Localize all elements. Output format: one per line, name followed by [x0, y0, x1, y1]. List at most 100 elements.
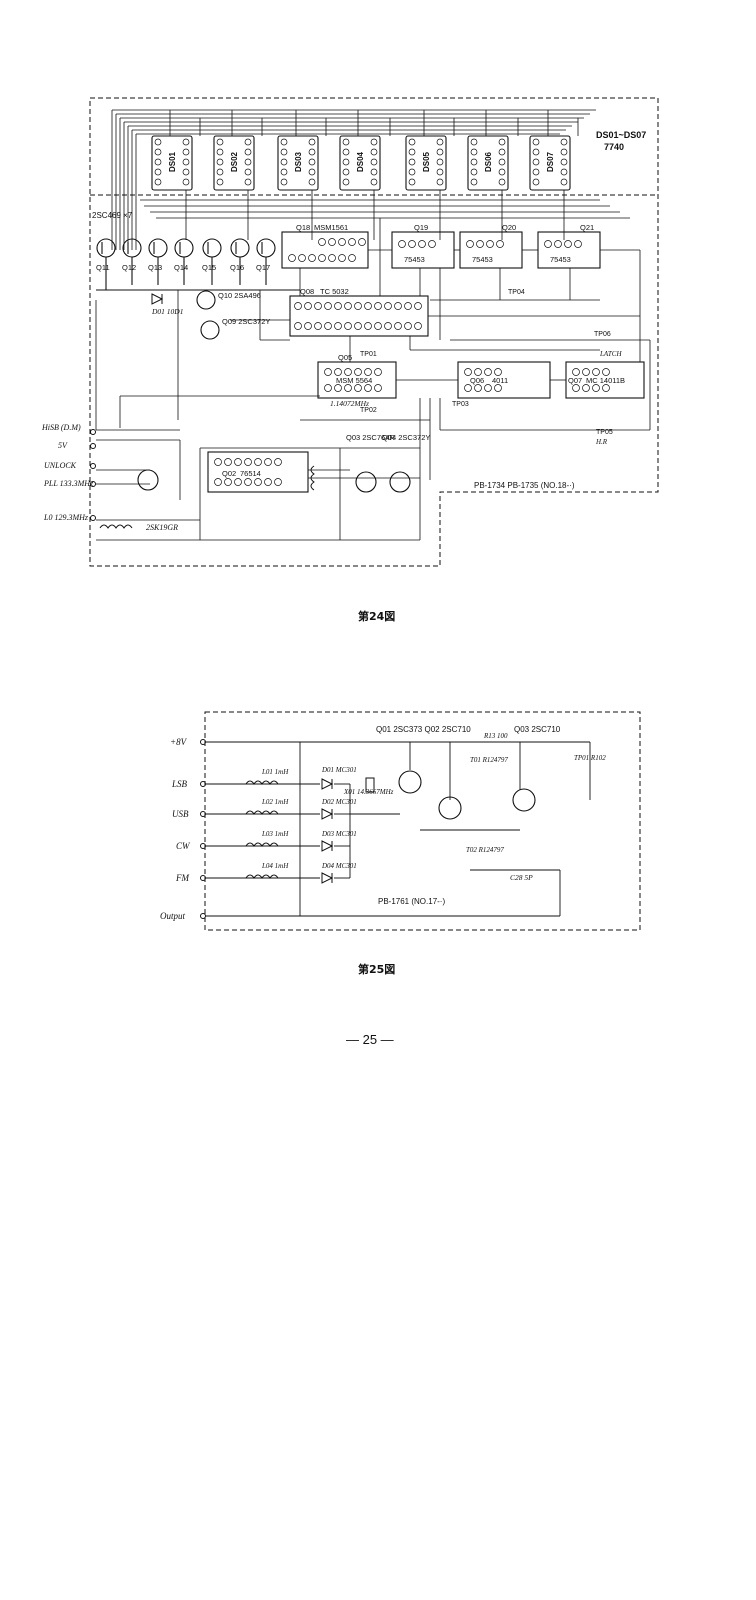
display-ds07: DS07	[546, 151, 555, 172]
fig25-diodes	[321, 778, 334, 884]
ic-q02-part: 76514	[240, 469, 261, 478]
ic-q20-part: 75453	[472, 255, 493, 264]
fig24-transistor-part: 2SC469 ×7	[92, 211, 133, 220]
fig25-r13: R13 100	[483, 732, 508, 740]
fig24-boundary	[89, 97, 659, 567]
tp05: TP05	[596, 429, 613, 436]
fig25-t01: T01 R124797	[470, 756, 508, 764]
fig25-wiring	[206, 741, 591, 917]
fig25-terminals	[200, 739, 206, 919]
fig25-tp: TP01 R102	[574, 754, 606, 762]
fig24-input-unlock: UNLOCK	[44, 461, 77, 470]
tp02: TP02	[360, 407, 377, 414]
fig24-q03: Q03 2SC764R	[346, 433, 395, 442]
fig25-input-cw: CW	[176, 841, 191, 851]
fig24-crystal: 1.14072MHz	[330, 399, 369, 408]
tp01: TP01	[360, 351, 377, 358]
fig24-input-hisb: HiSB (D.M)	[41, 423, 81, 432]
fig25-header: Q01 2SC373 Q02 2SC710	[376, 725, 471, 734]
fig25-d02: D02 MC301	[321, 798, 357, 806]
ic-q08-ref: Q08	[300, 287, 314, 296]
display-ds06: DS06	[484, 151, 493, 172]
ic-q06-part: 4011	[492, 376, 508, 385]
tp06: TP06	[594, 331, 611, 338]
fig24-board-label: PB-1734 PB-1735 (NO.18-·)	[474, 481, 575, 490]
fig25-q03: Q03 2SC710	[514, 725, 561, 734]
fig24-wiring	[95, 218, 651, 541]
fig25-crystal	[365, 777, 375, 793]
ic-q19-part: 75453	[404, 255, 425, 264]
fig25-input-lsb: LSB	[171, 779, 188, 789]
transistor-q17: Q17	[256, 263, 270, 272]
fig24-transistors	[96, 238, 300, 291]
fig24-ic-pins	[214, 238, 610, 486]
fig24-display-part: 7740	[604, 142, 624, 152]
display-ds05: DS05	[422, 151, 431, 172]
fig24-coil	[99, 524, 133, 529]
fig24-hr: H.R	[595, 438, 608, 446]
fig24-input-5v: 5V	[58, 441, 68, 450]
fig24-display-pins	[154, 138, 568, 186]
ic-q05-part: MSM 5564	[336, 376, 372, 385]
transistor-q11: Q11	[96, 263, 110, 272]
figure25-caption: 第25図	[358, 963, 396, 976]
fig25-d04: D04 MC301	[321, 862, 357, 870]
fig24-q04: Q04 2SC372Y	[382, 433, 430, 442]
fig24-ics	[207, 231, 645, 493]
fig25-boundary	[204, 711, 641, 931]
ic-q20-ref: Q20	[502, 223, 516, 232]
fig25-t02: T02 R124797	[466, 846, 504, 854]
ic-q21-ref: Q21	[580, 223, 594, 232]
display-ds01: DS01	[168, 151, 177, 172]
ic-q18-ref: Q18	[296, 223, 310, 232]
transistor-q15: Q15	[202, 263, 216, 272]
fig24-input-pll: PLL 133.3MHz	[43, 479, 94, 488]
fig25-l04: L04 1mH	[261, 862, 289, 870]
fig24-q09: Q09 2SC372Y	[222, 317, 270, 326]
fig24-q10: Q10 2SA496	[218, 291, 261, 300]
fig24-diode	[151, 293, 164, 305]
ic-q05-ref: Q05	[338, 353, 352, 362]
ic-q06-ref: Q06	[470, 376, 484, 385]
ic-q02-ref: Q02	[222, 469, 236, 478]
ic-q08-part: TC 5032	[320, 287, 349, 296]
fig24-small-transistors	[137, 290, 411, 493]
page-number: — 25 —	[346, 1032, 394, 1047]
ic-q21-part: 75453	[550, 255, 571, 264]
transistor-q13: Q13	[148, 263, 162, 272]
transistor-q16: Q16	[230, 263, 244, 272]
fig24-input-lo: L0 129.3MHz	[43, 513, 89, 522]
fig24-display-bus	[111, 109, 630, 250]
fig24-displays	[151, 135, 571, 191]
fig24-diode-label: D01 10D1	[151, 307, 183, 316]
fig25-d03: D03 MC301	[321, 830, 357, 838]
fig25-c28: C28 5P	[510, 873, 533, 882]
figure24-caption: 第24図	[358, 610, 396, 623]
transistor-q14: Q14	[174, 263, 188, 272]
fig24-display-label: DS01~DS07	[596, 130, 646, 140]
fig25-input-usb: USB	[172, 809, 189, 819]
fig24-coil2	[310, 465, 315, 491]
fig24-latch: LATCH	[599, 350, 622, 358]
fig25-l03: L03 1mH	[261, 830, 289, 838]
fig25-crystal: X01 14.3667MHz	[343, 788, 394, 796]
fig25-output: Output	[160, 911, 186, 921]
ic-q18-part: MSM1561	[314, 223, 348, 232]
fig25-l01: L01 1mH	[261, 768, 289, 776]
tp04: TP04	[508, 289, 525, 296]
fig25-coils	[245, 780, 279, 879]
display-ds04: DS04	[356, 151, 365, 172]
fig24-terminals	[90, 429, 96, 521]
tp03: TP03	[452, 401, 469, 408]
ic-q19-ref: Q19	[414, 223, 428, 232]
fig25-l02: L02 1mH	[261, 798, 289, 806]
fig25-d01: D01 MC301	[321, 766, 357, 774]
fig25-board-label: PB-1761 (NO.17-·)	[378, 897, 445, 906]
fig25-input-8v: +8V	[170, 737, 188, 747]
ic-q07-ref: Q07	[568, 376, 582, 385]
ic-q07-part: MC 14011B	[586, 376, 625, 385]
display-ds03: DS03	[294, 151, 303, 172]
display-ds02: DS02	[230, 151, 239, 172]
fig25-transistors	[398, 770, 536, 820]
